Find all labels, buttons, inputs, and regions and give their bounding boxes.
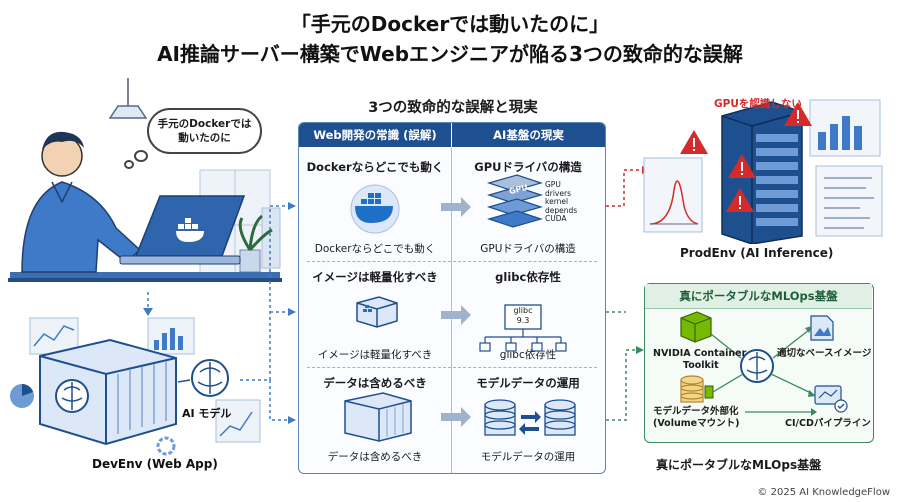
ai-model-label: AI モデル — [182, 407, 232, 420]
stack-label: depends — [545, 205, 578, 215]
row1-reality-title: GPUドライバの構造 — [474, 160, 582, 174]
gpu-stack-labels: GPU drivers kernel depends CUDA — [545, 180, 578, 224]
developer-scene-illustration — [8, 78, 282, 456]
row1-misconception-title: Dockerならどこでも動く — [306, 160, 444, 174]
mlops-caption: 真にポータブルなMLOps基盤 — [656, 458, 822, 472]
nvidia-toolkit-line-1: NVIDIA Container — [653, 348, 747, 359]
prodenv-label: ProdEnv (AI Inference) — [680, 246, 834, 260]
thought-bubble: 手元のDockerでは 動いたのに — [147, 108, 262, 154]
bubble-dot — [134, 150, 148, 162]
row-divider — [307, 367, 597, 368]
row-divider — [307, 261, 597, 262]
table-illustrations — [344, 174, 576, 442]
col-header-reality: AI基盤の現実 — [452, 123, 605, 147]
stack-label: CUDA — [545, 214, 567, 224]
row2-reality-caption: glibc依存性 — [499, 349, 557, 361]
glibc-root-label: glibc — [513, 306, 533, 315]
stack-label: drivers — [545, 188, 571, 198]
row3-misconception-title: データは含めるべき — [323, 376, 427, 390]
row3-misconception-caption: データは含めるべき — [327, 451, 423, 463]
mlops-panel: 真にポータブルなMLOps基盤 NVIDIA — [644, 283, 874, 443]
copyright: © 2025 AI KnowledgeFlow — [757, 487, 890, 498]
devenv-label: DevEnv (Web App) — [92, 457, 218, 471]
nvidia-toolkit-line-2: Toolkit — [683, 360, 719, 371]
col-header-misconception: Web開発の常識 (誤解) — [299, 123, 451, 147]
model-externalization-label: モデルデータ外部化 (Volumeマウント) — [653, 406, 739, 430]
row2-misconception-title: イメージは軽量化すべき — [312, 270, 438, 284]
stack-label: kernel — [545, 197, 569, 207]
prod-server-illustration — [643, 99, 883, 244]
gpu-warning-label: GPUを認識しない — [714, 98, 802, 110]
nvidia-toolkit-label: NVIDIA Container Toolkit — [653, 348, 746, 372]
row1-reality-caption: GPUドライバの構造 — [480, 243, 576, 255]
column-divider — [451, 147, 452, 473]
base-image-label: 適切なベースイメージ — [777, 348, 872, 359]
model-externalization-line-2: (Volumeマウント) — [653, 418, 740, 429]
mlops-panel-header: 真にポータブルなMLOps基盤 — [645, 284, 872, 309]
bubble-dot — [124, 160, 134, 169]
bubble-text-line-1: 手元のDockerでは — [157, 118, 252, 130]
bubble-text-line-2: 動いたのに — [178, 132, 231, 144]
center-heading: 3つの致命的な誤解と現実 — [368, 100, 538, 116]
misconception-table: Web開発の常識 (誤解) AI基盤の現実 Dockerならどこでも動く GPU… — [298, 122, 606, 474]
row2-misconception-caption: イメージは軽量化すべき — [317, 349, 433, 361]
row1-misconception-caption: Dockerならどこでも動く — [314, 243, 436, 255]
stack-label: GPU — [545, 180, 561, 189]
title-line-2: AI推論サーバー構築でWebエンジニアが陥る3つの致命的な誤解 — [157, 42, 743, 66]
model-externalization-line-1: モデルデータ外部化 — [653, 406, 739, 417]
row3-reality-caption: モデルデータの運用 — [480, 451, 576, 463]
glibc-version-label: 9.3 — [516, 316, 530, 325]
row2-reality-title: glibc依存性 — [495, 270, 561, 284]
cicd-label: CI/CDパイプライン — [785, 418, 871, 429]
glibc-root-node: glibc 9.3 — [508, 306, 538, 326]
title-line-1: 「手元のDockerでは動いたのに」 — [290, 12, 610, 36]
mlops-diagram — [680, 311, 848, 416]
row3-reality-title: モデルデータの運用 — [476, 376, 580, 390]
